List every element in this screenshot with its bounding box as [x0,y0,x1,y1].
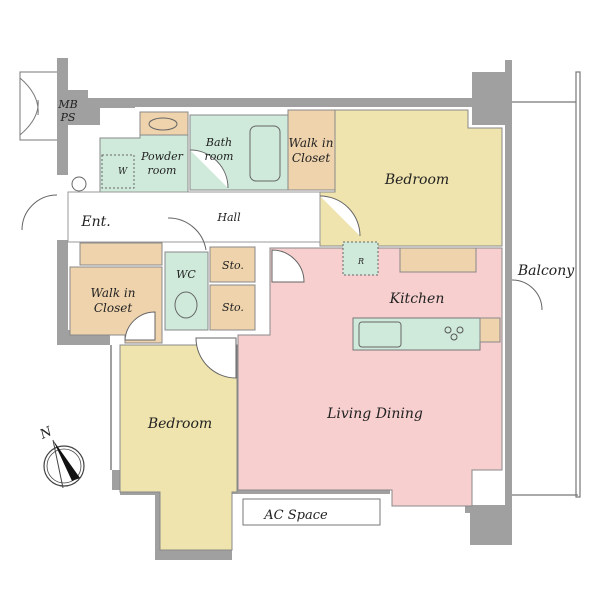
vanity [139,111,189,136]
kitchen-label: Kitchen [389,291,445,307]
bedroom-1-door [319,195,361,237]
hall-label: Hall [216,211,241,224]
bath-door [189,149,229,189]
wc-label: WC [176,268,196,281]
toilet-icon [174,291,198,319]
mb-ps-closet [19,71,59,141]
bedroom-1-label: Bedroom [384,172,449,188]
stove-icon [444,326,464,341]
washer-label: W [118,167,128,177]
entrance-label: Ent. [80,214,110,230]
kitchen-counter [352,317,481,351]
walk-in-closet-1-floor [287,109,336,191]
refrigerator-label: R [357,257,364,266]
wc-door [167,217,207,251]
bedroom-2-label: Bedroom [147,416,212,432]
bedroom-2-floor [119,344,238,551]
closet-2-door [124,311,156,341]
balcony-label: Balcony [517,263,575,279]
bath-room-floor [189,114,289,191]
storage-2-floor [209,284,256,331]
north-label: N [37,424,55,443]
sink-icon [148,117,178,131]
ac-space [242,498,381,526]
storage-1-floor [209,246,256,283]
storage-1-label: Sto. [222,259,244,272]
living-dining-kitchen-floor [237,247,503,507]
washer-space [101,154,135,189]
upper-cabinets [399,247,477,273]
living-dining-label: Living Dining [326,406,423,422]
entrance-closet [79,242,163,266]
storage-2-label: Sto. [222,301,244,314]
bedroom-1-floor [319,109,503,247]
bedroom-2-door [195,337,237,379]
ac-space-label: AC Space [263,508,328,523]
wc-floor [164,251,209,331]
walls [57,58,512,560]
entrance-door [21,194,58,231]
living-door [271,249,305,283]
north-compass-icon: N [37,424,85,489]
refrigerator-space [342,241,379,276]
water-heater-icon [71,176,87,192]
kitchen-sink-icon [358,321,402,348]
balcony [512,71,581,498]
kitchen-side-cabinet [479,317,501,343]
balcony-door [511,279,543,311]
hall-floor [67,191,321,243]
bathtub [249,125,281,182]
